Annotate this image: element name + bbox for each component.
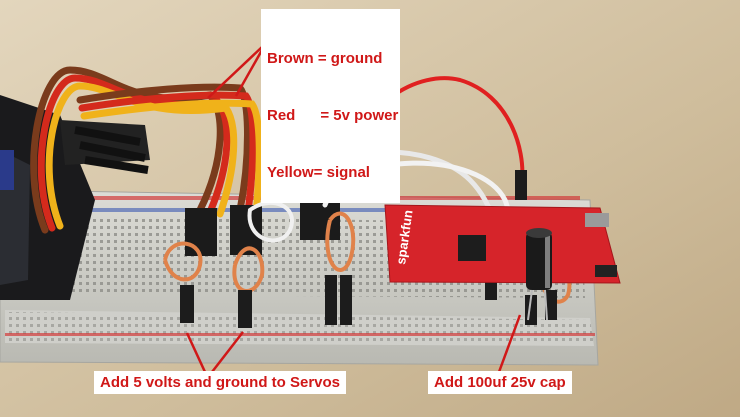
capacitor-caption: Add 100uf 25v cap — [428, 371, 572, 394]
servo-power-caption: Add 5 volts and ground to Servos — [94, 371, 347, 394]
legend-brown-line: Brown = ground — [267, 50, 383, 67]
annotation-arrows — [185, 46, 522, 373]
capacitor — [526, 228, 552, 321]
legend-red-line: Red = 5v power — [267, 107, 399, 124]
servo-motor — [0, 95, 150, 300]
servo-connectors — [185, 200, 340, 256]
sparkfun-board: sparkfun — [384, 204, 621, 284]
legend-yellow-line: Yellow= signal — [267, 164, 370, 181]
wire-color-legend: Brown = ground Red = 5v power Yellow= si… — [261, 9, 400, 203]
header-pins — [180, 170, 557, 328]
